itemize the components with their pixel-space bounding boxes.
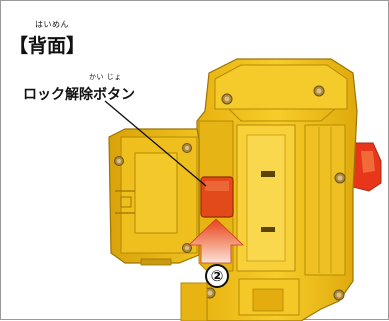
up-arrow xyxy=(188,218,244,264)
step-marker: ② xyxy=(205,264,229,288)
step-marker-label: ② xyxy=(210,267,224,285)
callout-label: ロック解除ボタン xyxy=(23,87,135,103)
callout-ruby: かい じょ xyxy=(89,73,122,81)
callout-leader-line xyxy=(104,100,207,187)
heading-ruby: はいめん xyxy=(35,20,69,29)
page-title: 【背面】 xyxy=(9,35,86,57)
